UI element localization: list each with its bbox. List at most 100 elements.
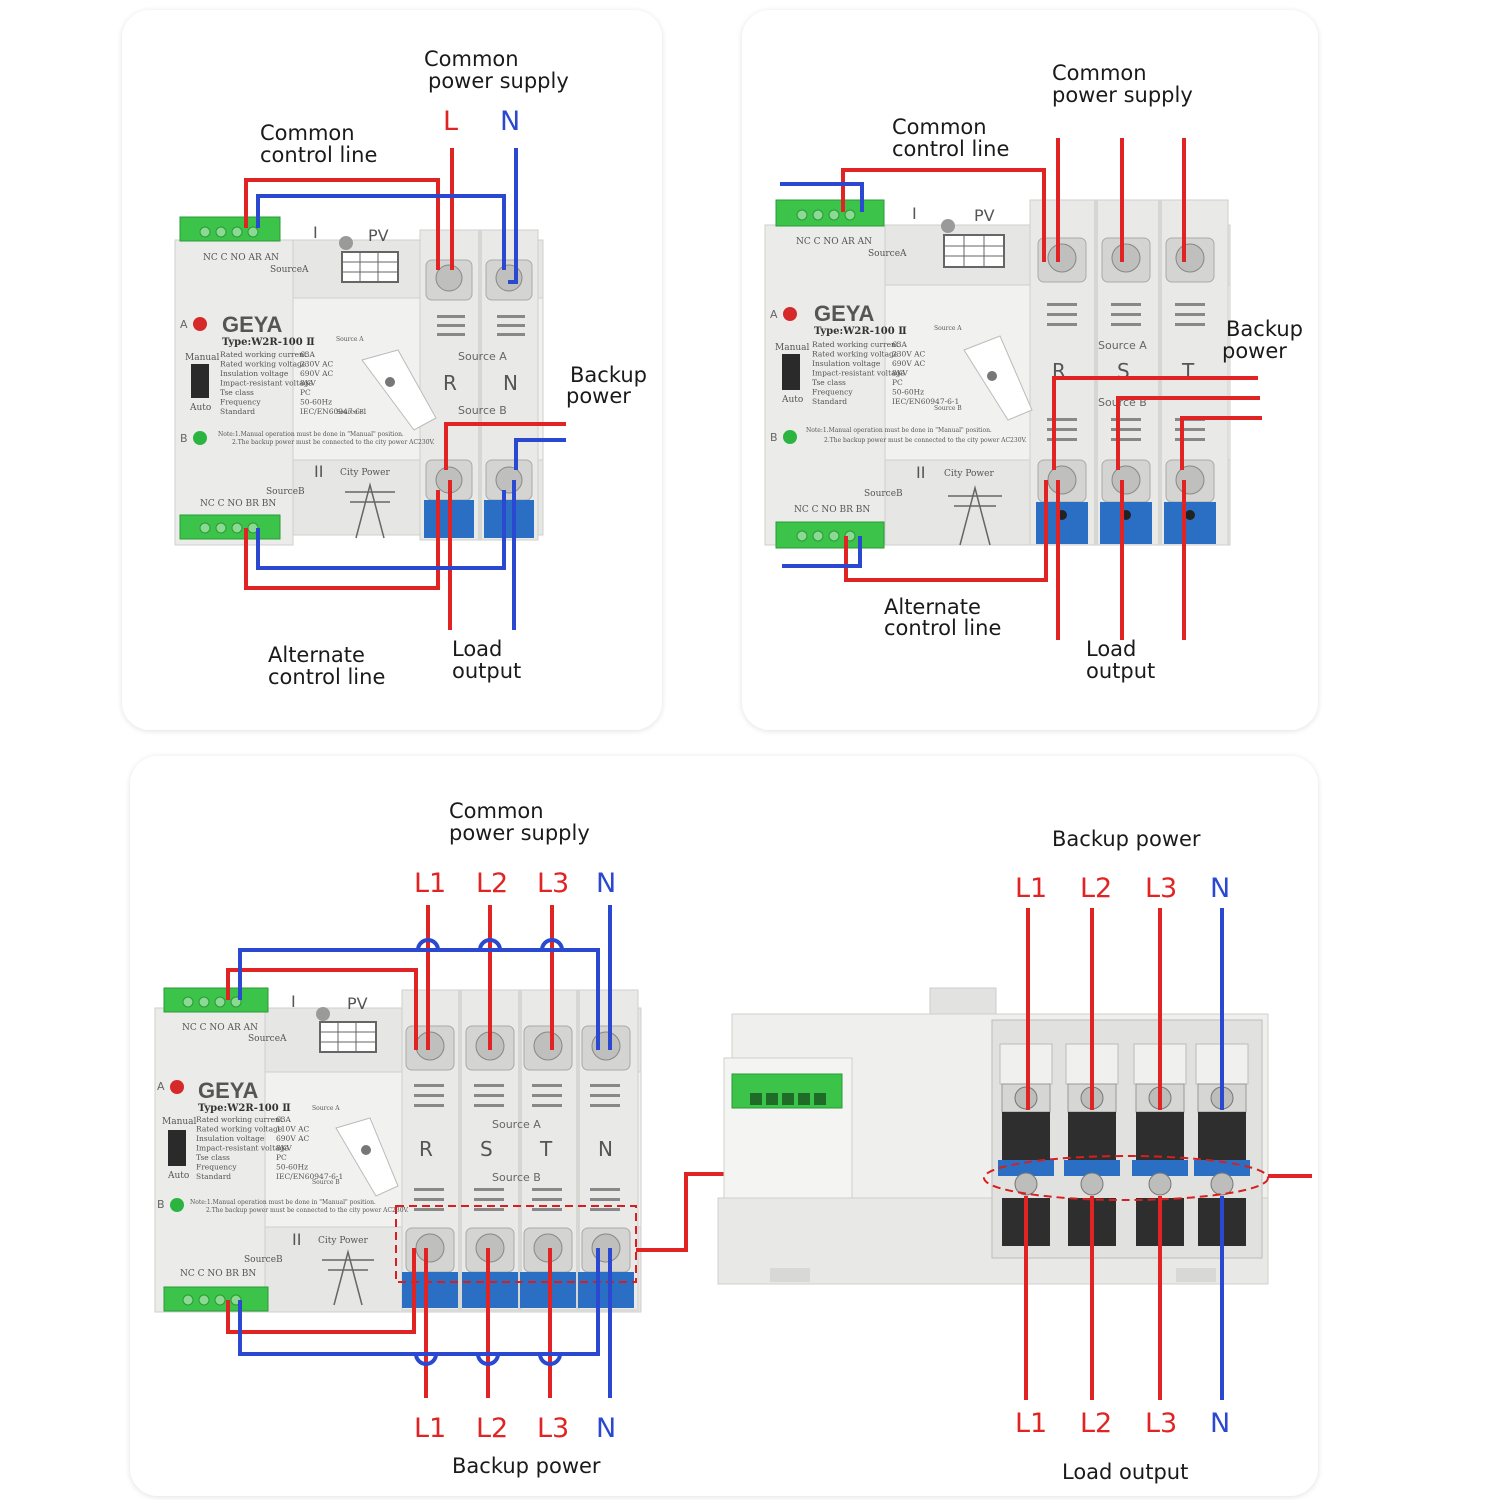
note-line-2: 2.The backup power must be connected to … — [206, 1207, 409, 1214]
vent-slot — [1111, 438, 1141, 441]
control-connector-b — [179, 514, 281, 540]
terminal-divider — [518, 990, 522, 1310]
indicator-b-label: B — [180, 432, 188, 445]
alternate-control-line-2: control line — [884, 616, 1001, 640]
common-power-supply-line-2: power supply — [1052, 83, 1193, 107]
connector-screw — [828, 530, 840, 542]
spec-label: Rated working current — [196, 1115, 283, 1124]
three-pole-switch: NC C NO AR AN SourceA NC C NO BR BN Sour… — [764, 199, 1231, 549]
rotary-handle[interactable] — [361, 349, 437, 431]
connector-screw — [812, 530, 824, 542]
connector-screw — [214, 1294, 226, 1306]
terminal-screw — [1047, 465, 1077, 495]
load-output-line-2: output — [1086, 659, 1155, 683]
indicator-a-label: A — [157, 1080, 165, 1093]
source-b-row-label: Source B — [458, 404, 507, 417]
switch-source-a-label: Source A — [336, 336, 364, 343]
manual-auto-switch[interactable] — [168, 1130, 186, 1166]
vent-slot — [497, 315, 525, 318]
vent-slot — [1111, 418, 1141, 421]
vent-slot — [437, 333, 465, 336]
city-power-label: City Power — [944, 469, 994, 479]
vent-slot — [590, 1208, 620, 1211]
solar-panel-icon — [341, 251, 399, 283]
alternate-control-line-1: Alternate — [268, 643, 365, 667]
side-terminal-screw — [1014, 1172, 1038, 1196]
connector-screw — [198, 996, 210, 1008]
bottom-backup-power-label: Backup power — [452, 1454, 601, 1478]
connector-screw — [199, 226, 211, 238]
spec-value: 230V AC — [300, 360, 334, 369]
rotary-handle-screw — [987, 371, 997, 381]
spec-value: 8KV — [892, 369, 908, 378]
load-output-line-1: Load — [1086, 637, 1136, 661]
spec-value: PC — [892, 378, 903, 387]
manual-auto-switch[interactable] — [782, 354, 800, 390]
city-power-label: City Power — [318, 1236, 368, 1246]
spec-label: Frequency — [196, 1163, 237, 1172]
spec-value: 8KV — [276, 1144, 292, 1153]
spec-value: PC — [300, 388, 311, 397]
side-terminal-screw — [1210, 1172, 1234, 1196]
rotary-handle[interactable] — [335, 1117, 399, 1197]
side-backup-power-label: Backup power — [1052, 827, 1201, 851]
vent-slot — [1111, 313, 1141, 316]
bridge-highlight — [395, 1205, 637, 1283]
power-tower-icon — [345, 482, 395, 539]
sun-icon — [316, 1007, 330, 1021]
alternate-control-red — [844, 480, 1048, 582]
rotary-handle[interactable] — [963, 335, 1033, 421]
vent-slot — [474, 1094, 504, 1097]
vent-slot — [1175, 313, 1205, 316]
side-bottom-phase-l3: L3 — [1145, 1408, 1177, 1439]
source-a-label: SourceA — [248, 1034, 287, 1044]
terminal-screw — [495, 466, 523, 494]
connector-screw — [828, 209, 840, 221]
connector-screw — [199, 522, 211, 534]
terminal-r-label: R — [419, 1137, 433, 1161]
side-top-phase-l2: L2 — [1080, 873, 1112, 904]
terminal-block-r — [1036, 502, 1088, 544]
control-pins-a: NC C NO AR AN — [203, 253, 279, 263]
terminal-screw — [1111, 243, 1141, 273]
alternate-control-blue — [782, 536, 862, 568]
top-phase-n: N — [596, 868, 616, 899]
manual-auto-switch[interactable] — [191, 364, 209, 398]
common-control-line-2: control line — [260, 143, 377, 167]
top-phase-l1: L1 — [414, 868, 446, 899]
brand-logo: GEYA — [222, 312, 282, 337]
side-load-output-label: Load output — [1062, 1460, 1188, 1484]
supply-n-wire — [508, 148, 518, 284]
brand-logo: GEYA — [198, 1078, 258, 1103]
terminal-divider — [478, 230, 482, 540]
spec-label: Rated working voltage — [220, 360, 307, 369]
terminal-n-label: N — [503, 371, 518, 395]
spec-value: 8KV — [300, 379, 316, 388]
roman-one: I — [313, 223, 318, 242]
note-line-2: 2.The backup power must be connected to … — [232, 439, 435, 446]
vent-slot — [1175, 438, 1205, 441]
side-top-phase-l3: L3 — [1145, 873, 1177, 904]
roman-one: I — [291, 992, 296, 1011]
spec-value: 110V AC — [276, 1125, 310, 1134]
backup-power-line-1: Backup — [570, 363, 647, 387]
side-foot — [1176, 1268, 1216, 1282]
spec-label: Impact-resistant voltage — [196, 1144, 289, 1153]
backup-blue — [514, 438, 566, 470]
terminal-screw — [415, 1233, 445, 1263]
sun-icon — [941, 219, 955, 233]
connector-screw — [214, 996, 226, 1008]
terminal-divider — [1158, 200, 1162, 545]
vent-slot — [474, 1084, 504, 1087]
vent-slot — [1111, 428, 1141, 431]
connector-hole — [750, 1093, 762, 1105]
switch-source-a-label: Source A — [312, 1105, 340, 1112]
spec-value: IEC/EN60947-6-1 — [892, 397, 959, 406]
indicator-a-red — [170, 1080, 184, 1094]
side-terminal-screw — [1080, 1172, 1104, 1196]
spec-value: 50-60Hz — [300, 398, 332, 407]
spec-label: Frequency — [220, 398, 261, 407]
spec-label: Rated working voltage — [812, 350, 899, 359]
